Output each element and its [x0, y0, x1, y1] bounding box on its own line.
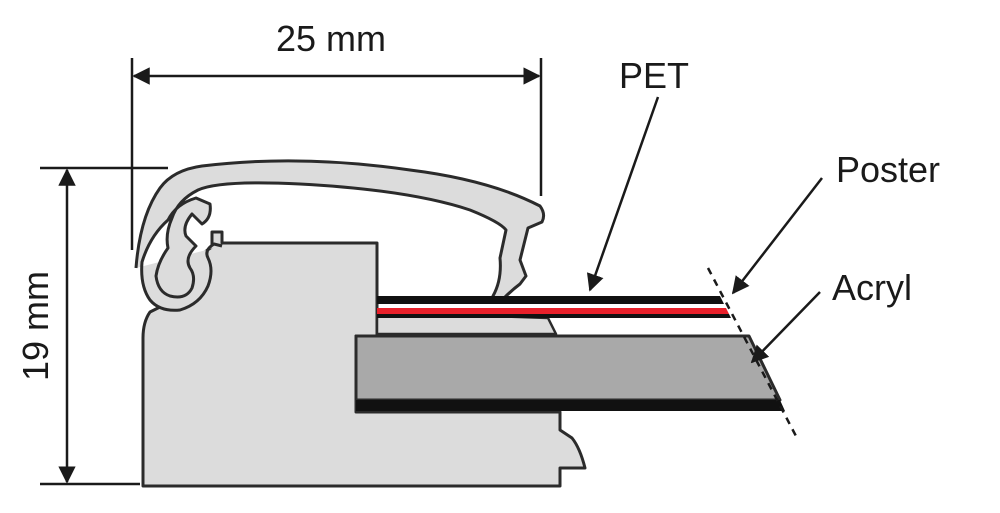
poster-leader-line — [731, 177, 823, 295]
pet-label: PET — [619, 55, 689, 96]
pet-leader-line — [586, 96, 660, 292]
acryl-leader-line — [750, 291, 821, 364]
acryl-panel — [354, 334, 782, 402]
snap-cover — [134, 159, 546, 312]
poster-label: Poster — [836, 149, 940, 190]
acryl-panel-back-edge — [356, 400, 785, 411]
acryl-label: Acryl — [832, 267, 912, 308]
poster-layer-edge — [377, 314, 731, 318]
pet-film — [377, 296, 724, 304]
height-dimension-label: 19 mm — [15, 271, 56, 381]
width-dimension-label: 25 mm — [276, 18, 386, 59]
poster-layer — [377, 308, 729, 314]
